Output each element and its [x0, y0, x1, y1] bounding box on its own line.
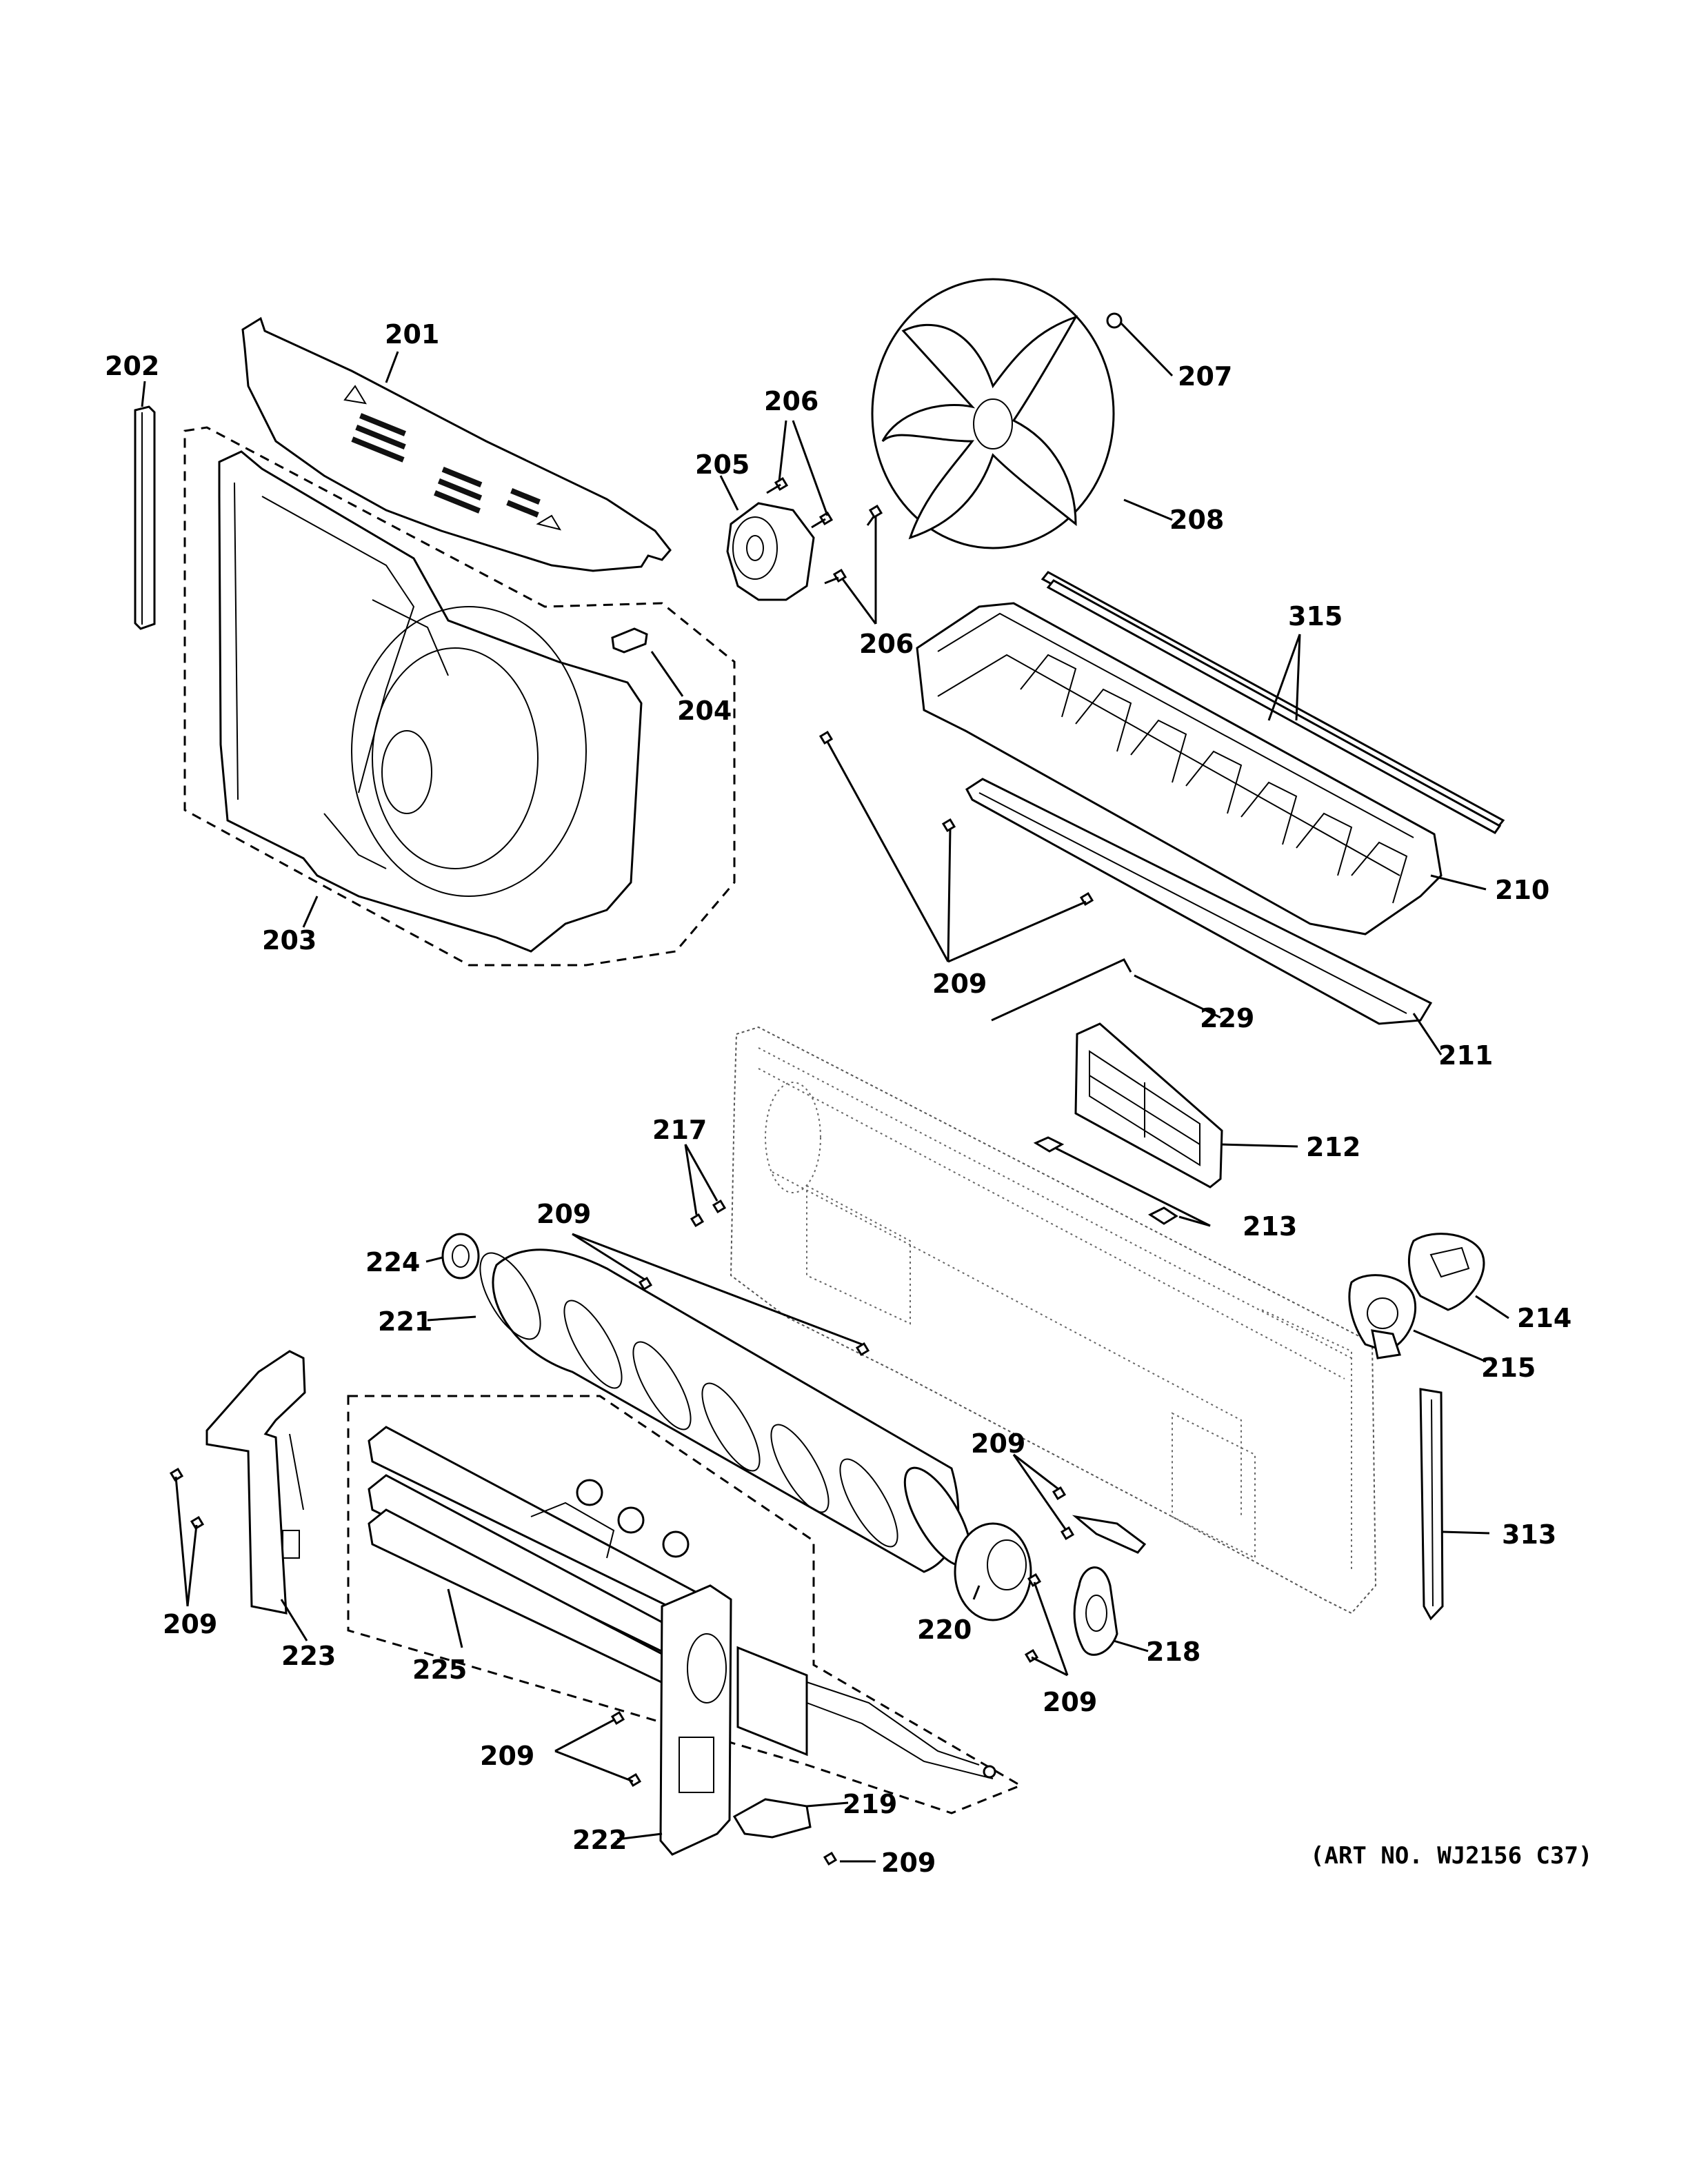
label-224: 224 — [365, 1247, 421, 1277]
part-201-top-panel — [241, 316, 672, 572]
part-214-bearing-bracket — [1407, 1233, 1485, 1311]
main-chassis-outline — [730, 1026, 1377, 1615]
label-211: 211 — [1438, 1040, 1494, 1071]
label-217: 217 — [652, 1115, 707, 1145]
label-209-heater: 209 — [480, 1741, 535, 1771]
label-206-bottom: 206 — [859, 629, 914, 659]
label-219: 219 — [843, 1789, 898, 1819]
label-208: 208 — [1169, 505, 1225, 535]
label-214: 214 — [1517, 1303, 1572, 1333]
part-215-bearing-mount — [1348, 1274, 1417, 1359]
label-209-louver: 209 — [932, 969, 987, 999]
part-225-heater-coils — [368, 1426, 705, 1690]
label-215: 215 — [1481, 1353, 1536, 1383]
label-207: 207 — [1178, 361, 1233, 392]
leader-lines — [141, 321, 1509, 1863]
label-209-motor-bottom: 209 — [1043, 1687, 1098, 1717]
part-222-side-panel — [659, 1584, 732, 1856]
label-315: 315 — [1288, 601, 1343, 631]
label-209-wheel: 209 — [536, 1199, 592, 1229]
part-204-bracket — [611, 627, 648, 654]
part-210-louver-frame — [916, 602, 1443, 936]
label-229: 229 — [1200, 1003, 1255, 1033]
label-210: 210 — [1495, 875, 1550, 905]
part-225-assembly-outline — [347, 1395, 1023, 1814]
label-201: 201 — [385, 319, 440, 350]
part-223-side-bracket — [205, 1350, 306, 1615]
label-220: 220 — [917, 1615, 972, 1645]
part-224-bearing — [441, 1233, 480, 1280]
part-control-wiring — [736, 1646, 996, 1779]
label-218: 218 — [1146, 1637, 1201, 1667]
part-218-motor-mount — [1073, 1566, 1118, 1656]
label-209-motor-top: 209 — [971, 1428, 1026, 1459]
label-204: 204 — [677, 696, 732, 726]
part-208-fan-blade — [871, 278, 1115, 549]
label-221: 221 — [378, 1306, 433, 1337]
part-207-nut — [1106, 312, 1123, 329]
label-205: 205 — [695, 449, 750, 480]
part-206-screws — [766, 476, 883, 585]
part-203-fan-shroud — [218, 450, 643, 953]
label-209-bottom: 209 — [881, 1848, 936, 1878]
label-206-top: 206 — [764, 386, 819, 416]
part-202-seal-strip — [134, 405, 156, 630]
label-203: 203 — [262, 925, 317, 956]
label-222: 222 — [572, 1825, 627, 1855]
part-229-rod — [991, 958, 1132, 1022]
label-313: 313 — [1502, 1519, 1557, 1550]
part-221-blower-wheel — [479, 1248, 972, 1573]
part-203-assembly-outline — [183, 426, 736, 967]
part-211-bottom-strip — [965, 778, 1433, 1025]
label-213: 213 — [1243, 1211, 1298, 1242]
label-209-left: 209 — [163, 1609, 218, 1639]
part-205-fan-motor — [726, 502, 815, 601]
part-313-strip — [1419, 1388, 1444, 1621]
part-217-screws — [690, 1199, 727, 1228]
part-motor-clip — [1072, 1515, 1147, 1554]
label-223: 223 — [281, 1641, 336, 1671]
part-219-clip — [732, 1798, 812, 1839]
part-212-control-cover — [1074, 1022, 1223, 1189]
label-212: 212 — [1306, 1132, 1361, 1162]
label-202: 202 — [105, 351, 160, 381]
part-220-blower-motor — [954, 1522, 1032, 1621]
art-number: (ART NO. WJ2156 C37) — [1310, 1842, 1593, 1870]
label-225: 225 — [412, 1655, 468, 1685]
